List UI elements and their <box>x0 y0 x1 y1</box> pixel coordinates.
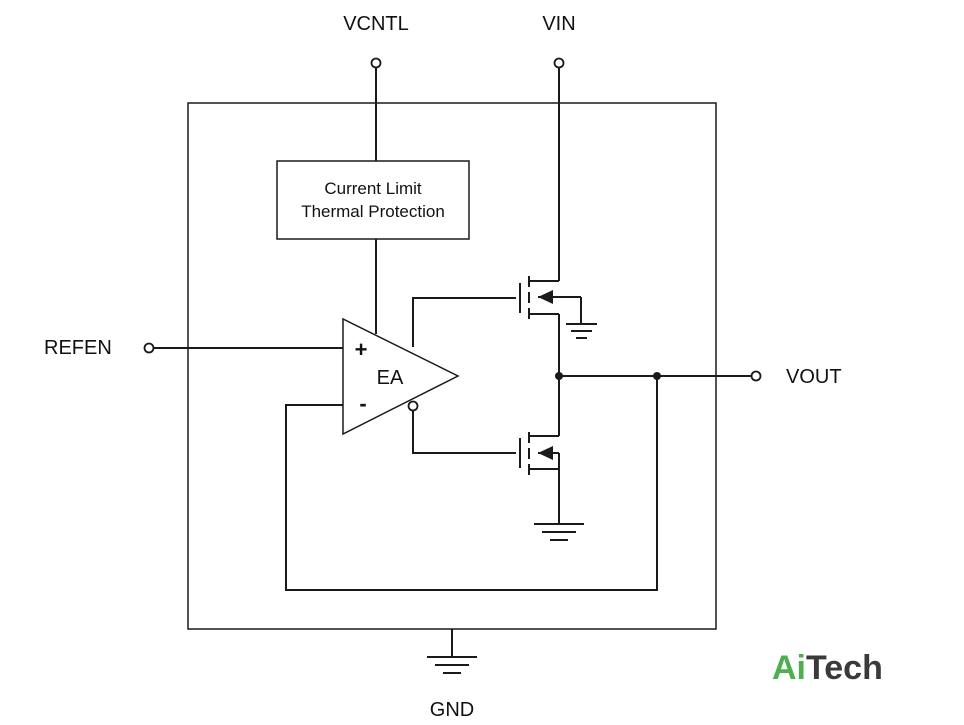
ea-inverted-output-bubble <box>407 400 419 412</box>
vcntl-label: VCNTL <box>343 13 409 35</box>
vin-label: VIN <box>542 13 575 35</box>
lower-gate-wire <box>412 411 516 454</box>
upper-mosfet <box>519 276 582 323</box>
lower-mosfet <box>519 432 560 524</box>
lower-ground-icon <box>534 523 584 541</box>
aitech-logo: AiTech <box>772 649 883 687</box>
protection-block <box>276 160 470 240</box>
vout-junction-dot <box>653 372 661 380</box>
ea-plus-sign: + <box>355 337 368 362</box>
logo-part-ai: Ai <box>772 649 806 687</box>
error-amplifier <box>342 317 460 436</box>
gnd-ground-icon <box>427 656 477 674</box>
ea-minus-sign: - <box>359 391 366 416</box>
logo-part-tech: Tech <box>806 649 883 687</box>
refen-label: REFEN <box>44 337 112 359</box>
protection-line2: Thermal Protection <box>301 202 445 221</box>
refen-pin <box>143 342 155 354</box>
upper-ground-icon <box>566 323 597 339</box>
gnd-label: GND <box>430 699 474 721</box>
protection-line1: Current Limit <box>324 179 422 198</box>
vout-label: VOUT <box>786 366 842 388</box>
vout-pin <box>750 370 762 382</box>
ea-label: EA <box>377 367 404 389</box>
upper-gate-wire <box>412 297 516 347</box>
vcntl-pin <box>370 57 382 69</box>
feedback-wire <box>285 376 658 591</box>
vin-pin <box>553 57 565 69</box>
